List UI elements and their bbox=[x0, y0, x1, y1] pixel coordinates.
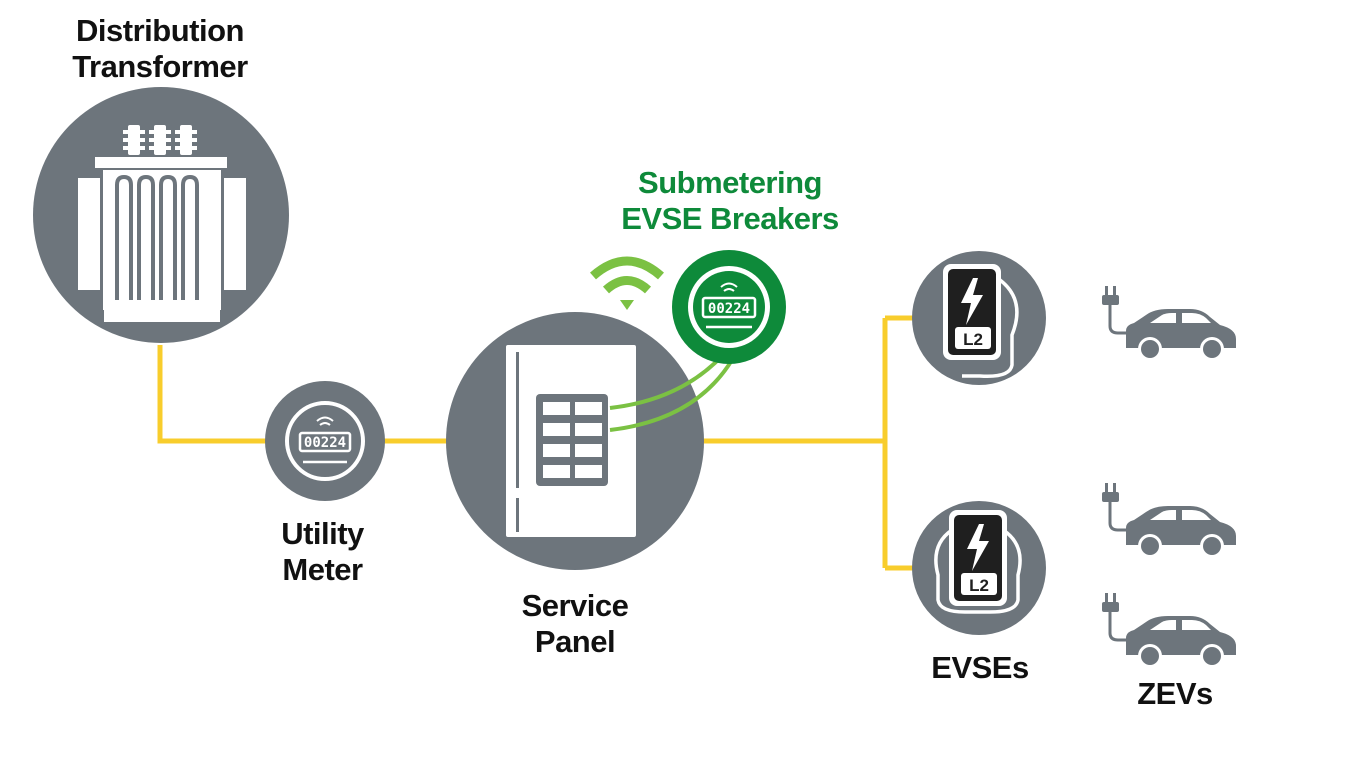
transformer-label: Distribution Transformer bbox=[40, 13, 280, 85]
utility-meter-label: Utility Meter bbox=[240, 516, 405, 588]
utility-meter-reading: 00224 bbox=[304, 435, 346, 451]
electric-car-icon bbox=[1100, 591, 1238, 670]
evse-charger-icon: L2 bbox=[912, 251, 1046, 385]
submetering-label-line2: EVSE Breakers bbox=[621, 201, 839, 236]
service-panel-icon bbox=[446, 312, 704, 570]
transformer-label-line1: Distribution bbox=[76, 13, 244, 48]
wire-transformer-to-meter bbox=[157, 345, 270, 444]
submeter-reading: 00224 bbox=[708, 301, 750, 317]
utility-meter-label-line2: Meter bbox=[282, 552, 363, 587]
electric-car-icon bbox=[1100, 284, 1238, 363]
service-panel-label-line2: Panel bbox=[534, 624, 616, 659]
zevs-label: ZEVs bbox=[1137, 676, 1213, 711]
electric-car-icon bbox=[1100, 481, 1238, 560]
submetering-label-line1: Submetering bbox=[638, 165, 822, 200]
submetering-label: Submetering EVSE Breakers bbox=[600, 165, 860, 237]
service-panel-label: Service Panel bbox=[490, 588, 660, 660]
submeter-icon: 00224 bbox=[672, 250, 786, 364]
submeter-wires bbox=[609, 354, 734, 432]
utility-meter-icon: 00224 bbox=[265, 381, 385, 501]
transformer-label-line2: Transformer bbox=[72, 49, 248, 84]
service-panel-label-line1: Service bbox=[521, 588, 629, 623]
evse-bottom-badge: L2 bbox=[969, 576, 989, 595]
evse-charger-icon: L2 bbox=[912, 501, 1046, 635]
power-wires bbox=[157, 315, 915, 571]
utility-meter-label-line1: Utility bbox=[281, 516, 364, 551]
wifi-icon bbox=[590, 256, 664, 310]
transformer-icon bbox=[33, 87, 289, 343]
evse-top-badge: L2 bbox=[963, 330, 983, 349]
evses-label: EVSEs bbox=[931, 650, 1029, 685]
